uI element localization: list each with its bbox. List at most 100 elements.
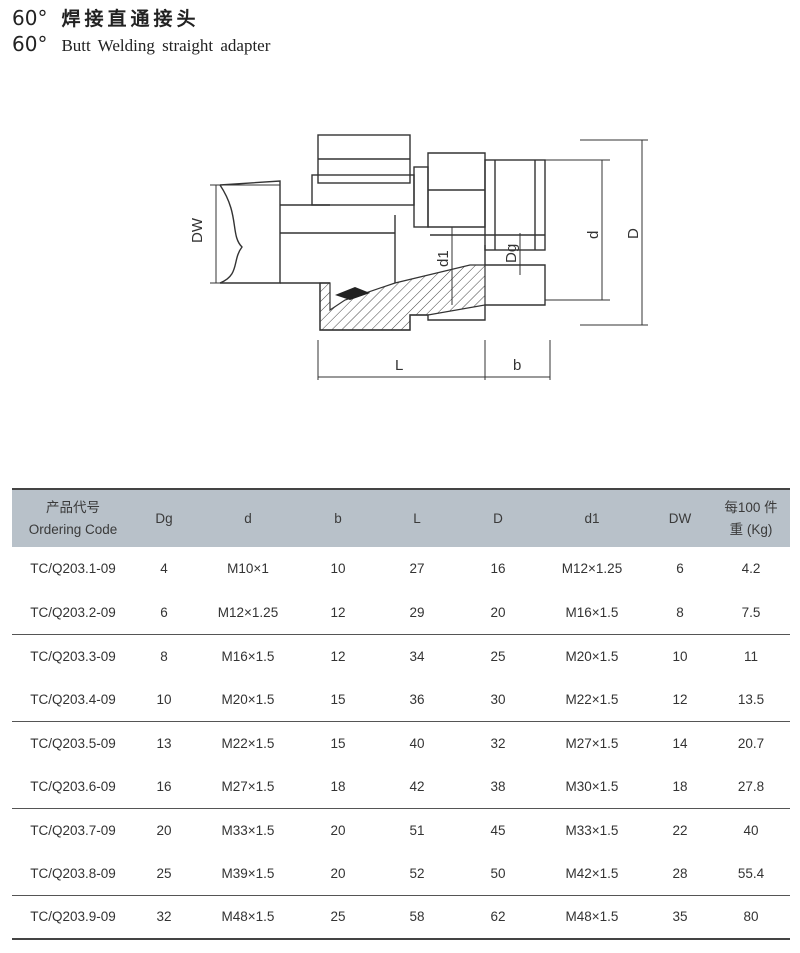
header-ordering-code: 产品代号 Ordering Code (28, 499, 118, 537)
label-b: b (513, 357, 521, 374)
cell-L: 52 (409, 865, 425, 881)
cell-dw: 14 (672, 735, 688, 751)
label-L: L (395, 357, 403, 374)
label-d: d (585, 231, 602, 239)
cell-d1: M27×1.5 (565, 735, 619, 751)
cone-seal (335, 287, 370, 300)
table-header: 产品代号 Ordering Code Dg d b L D d1 DW 每100… (12, 489, 790, 547)
cell-d1: M12×1.25 (561, 561, 623, 577)
cell-d1: M20×1.5 (565, 648, 619, 664)
label-d1: d1 (435, 250, 452, 267)
cell-b: 12 (330, 604, 346, 620)
cell-wt: 4.2 (741, 561, 761, 577)
cell-dw: 22 (672, 822, 688, 838)
cell-D: 50 (490, 865, 506, 881)
cell-D: 32 (490, 735, 506, 751)
cell-d: M16×1.5 (221, 648, 275, 664)
cell-d: M10×1 (227, 561, 269, 577)
cell-dw: 6 (676, 561, 684, 577)
cell-D: 45 (490, 822, 506, 838)
cell-dg: 4 (160, 561, 168, 577)
title-text-english: Butt Welding straight adapter (61, 36, 271, 55)
spec-table: 产品代号 Ordering Code Dg d b L D d1 DW 每100… (12, 488, 790, 940)
cell-dg: 16 (156, 778, 172, 794)
cell-d1: M16×1.5 (565, 604, 619, 620)
label-D: D (625, 228, 642, 239)
cell-code: TC/Q203.7-09 (30, 822, 116, 838)
cell-wt: 80 (743, 909, 759, 924)
cell-wt: 13.5 (737, 691, 765, 707)
cell-b: 18 (330, 778, 346, 794)
cell-code: TC/Q203.9-09 (30, 909, 116, 924)
cell-L: 29 (409, 604, 425, 620)
cell-code: TC/Q203.3-09 (30, 648, 116, 664)
cell-dg: 13 (156, 735, 172, 751)
cell-code: TC/Q203.4-09 (30, 691, 116, 707)
cell-dw: 28 (672, 865, 688, 881)
cell-L: 58 (409, 909, 425, 924)
cell-b: 10 (330, 561, 346, 577)
hatched-section (319, 264, 486, 331)
cell-d: M39×1.5 (221, 865, 275, 881)
cell-code: TC/Q203.5-09 (30, 735, 116, 751)
label-dg: Dg (503, 244, 520, 263)
threaded-end (484, 159, 546, 251)
cell-dw: 18 (672, 778, 688, 794)
cell-d1: M42×1.5 (565, 865, 619, 881)
cell-D: 30 (490, 691, 506, 707)
cell-dw: 10 (672, 648, 688, 664)
angle-label: 60° (12, 32, 48, 56)
cell-wt: 7.5 (741, 604, 761, 620)
header-D: D (493, 510, 503, 526)
cell-d1: M48×1.5 (565, 909, 619, 924)
cell-d1: M22×1.5 (565, 691, 619, 707)
cell-d: M12×1.25 (217, 604, 279, 620)
header-d: d (244, 510, 252, 526)
pipe-break-line (219, 184, 243, 284)
title-text-chinese: 焊接直通接头 (61, 8, 200, 30)
cell-d: M22×1.5 (221, 735, 275, 751)
cell-dg: 6 (160, 604, 168, 620)
title-chinese: 60°焊接直通接头 (12, 4, 199, 31)
cell-d1: M33×1.5 (565, 822, 619, 838)
cell-wt: 40 (743, 822, 759, 838)
adapter-technical-drawing: DW d1 Dg d D L b (189, 134, 648, 380)
cell-wt: 20.7 (737, 735, 765, 751)
cell-wt: 27.8 (737, 778, 765, 794)
header-L: L (413, 510, 421, 526)
cell-code: TC/Q203.6-09 (30, 778, 116, 794)
cell-b: 25 (330, 909, 346, 924)
cell-dg: 20 (156, 822, 172, 838)
label-dw: DW (189, 217, 206, 243)
cell-b: 15 (330, 691, 346, 707)
header-d1: d1 (584, 510, 600, 526)
cell-b: 15 (330, 735, 346, 751)
cell-d1: M30×1.5 (565, 778, 619, 794)
cell-d: M33×1.5 (221, 822, 275, 838)
cell-dg: 8 (160, 648, 168, 664)
cell-dw: 8 (676, 604, 684, 620)
header-dg: Dg (155, 510, 173, 526)
cell-dg: 32 (156, 909, 172, 924)
cell-L: 42 (409, 778, 425, 794)
cell-b: 20 (330, 822, 346, 838)
cell-dw: 35 (672, 909, 688, 924)
cell-dg: 10 (156, 691, 172, 707)
cell-b: 20 (330, 865, 346, 881)
title-english: 60° Butt Welding straight adapter (12, 32, 270, 56)
cell-L: 34 (409, 648, 425, 664)
header-dw: DW (668, 510, 692, 526)
header-b: b (334, 510, 342, 526)
pipe-outline (219, 180, 281, 284)
cell-code: TC/Q203.8-09 (30, 865, 116, 881)
